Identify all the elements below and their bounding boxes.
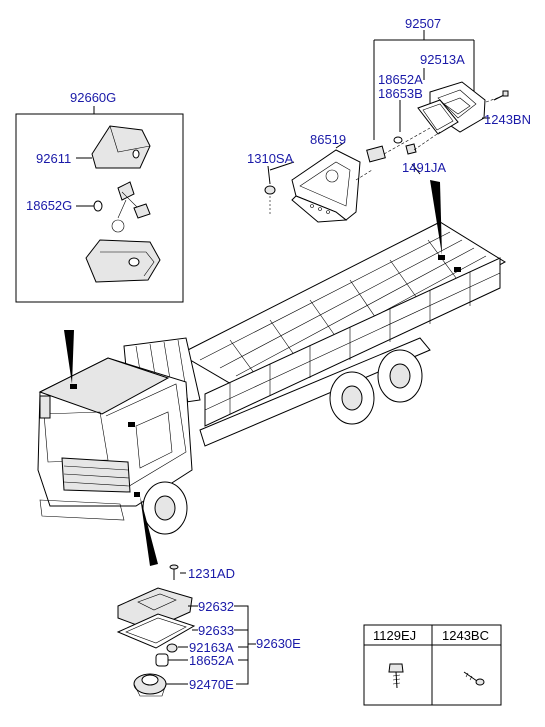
fastener-legend-table: 1129EJ 1243BC [363,624,502,706]
truck-cab [37,357,193,521]
label-1231ad: 1231AD [188,566,235,581]
rear-lamp-marker [438,255,445,260]
lamp-assembly-92630e [116,564,256,697]
pointer-front [140,496,158,566]
label-18652g: 18652G [26,198,72,213]
label-18653b: 18653B [378,86,423,101]
legend-1243bc: 1243BC [442,628,489,643]
label-1491ja: 1491JA [402,160,446,175]
marker-lens [91,125,151,169]
truck-illustration [37,221,506,535]
label-18652a: 18652A [378,72,423,87]
mounting-bracket-86519 [291,141,373,223]
label-92507: 92507 [405,16,441,31]
grille [61,457,131,493]
nut-1310sa [264,165,276,214]
bulb-small [393,136,403,144]
label-86519: 86519 [310,132,346,147]
marker-bulb [93,181,151,233]
lens-gasket [417,99,459,135]
label-92470e: 92470E [189,677,234,692]
label-1310sa: 1310SA [247,151,294,166]
socket-block [366,145,386,163]
front-lamp-marker [134,492,140,497]
label-92660g: 92660G [70,90,116,105]
label-92513a: 92513A [420,52,465,67]
flange-bolt-icon [388,663,404,689]
pointer-roof [64,330,74,384]
roof-marker-left [70,384,77,389]
rear-lamp-marker-2 [454,267,461,272]
tapping-screw-icon [463,671,485,686]
label-1243bn: 1243BN [484,112,531,127]
license-lamp-group [366,30,509,163]
label-92630e: 92630E [256,636,301,651]
label-92163a: 92163A [189,640,234,655]
truck-wheels [142,349,423,535]
marker-lamp-box [15,106,184,303]
legend-1129ej: 1129EJ [373,628,416,643]
label-92633: 92633 [198,623,234,638]
label-92632: 92632 [198,599,234,614]
label-92611: 92611 [36,151,71,166]
marker-base [85,239,161,283]
roof-marker-right [128,422,135,427]
pointer-rear [430,180,442,255]
screw-1243bn [493,90,509,101]
grommet [405,143,417,155]
label-18652a-bottom: 18652A [189,653,234,668]
